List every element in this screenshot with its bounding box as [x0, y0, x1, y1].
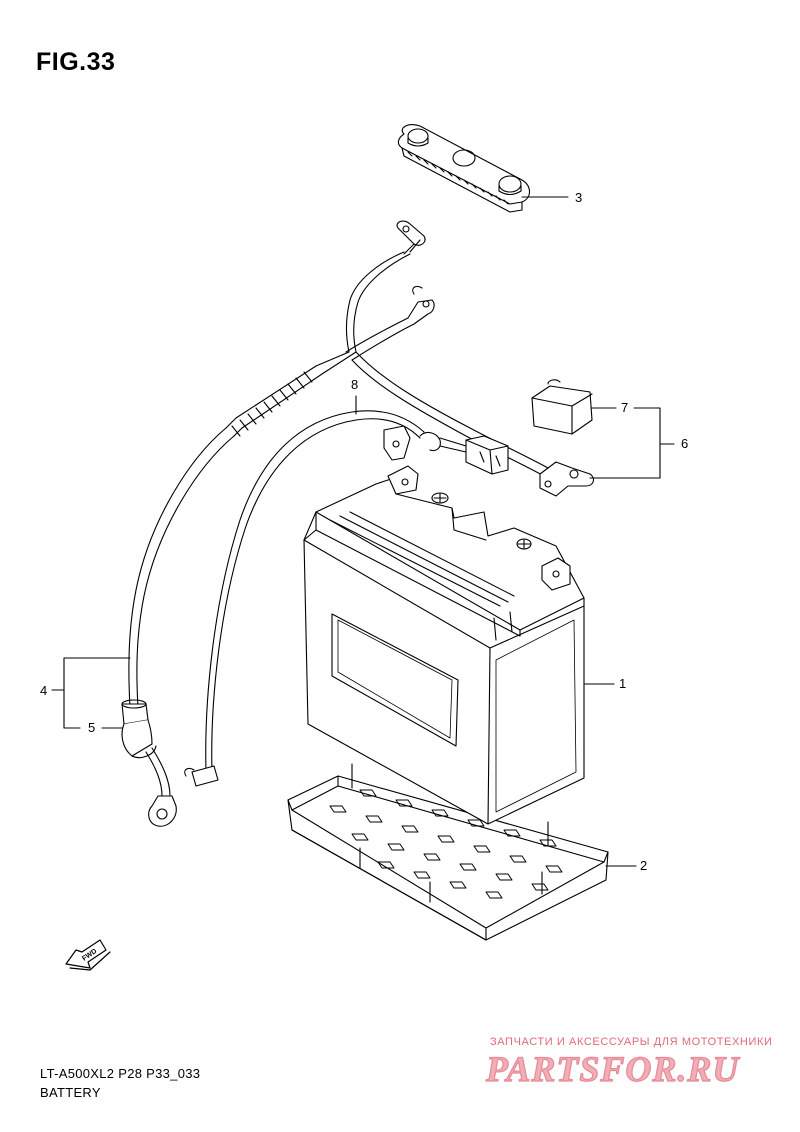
positive-battery-lead — [351, 351, 595, 497]
callout-7: 7 — [621, 400, 629, 415]
callout-1: 1 — [619, 676, 627, 691]
bracket-4 — [51, 657, 131, 729]
callout-5: 5 — [88, 720, 96, 735]
footer-code: LT-A500XL2 P28 P33_033 — [40, 1066, 201, 1081]
callout-2: 2 — [640, 858, 648, 873]
callout-6: 6 — [681, 436, 689, 451]
callout-8: 8 — [351, 377, 359, 392]
watermark-logo: PARTSFOR.RU — [485, 1048, 740, 1089]
fwd-arrow-icon — [65, 939, 111, 971]
figure-title: FIG.33 — [36, 48, 116, 76]
callout-3: 3 — [575, 190, 583, 205]
negative-battery-cable — [121, 220, 435, 827]
battery — [303, 465, 585, 825]
breather-lead — [184, 410, 509, 787]
terminal-cover — [531, 379, 593, 435]
callout-4: 4 — [40, 683, 48, 698]
battery-pad — [397, 124, 531, 213]
bracket-6 — [589, 407, 675, 479]
watermark-tagline: ЗАПЧАСТИ И АКСЕССУАРЫ ДЛЯ МОТОТЕХНИКИ — [490, 1036, 773, 1048]
footer-name: BATTERY — [40, 1085, 101, 1100]
battery-tray — [287, 763, 609, 941]
